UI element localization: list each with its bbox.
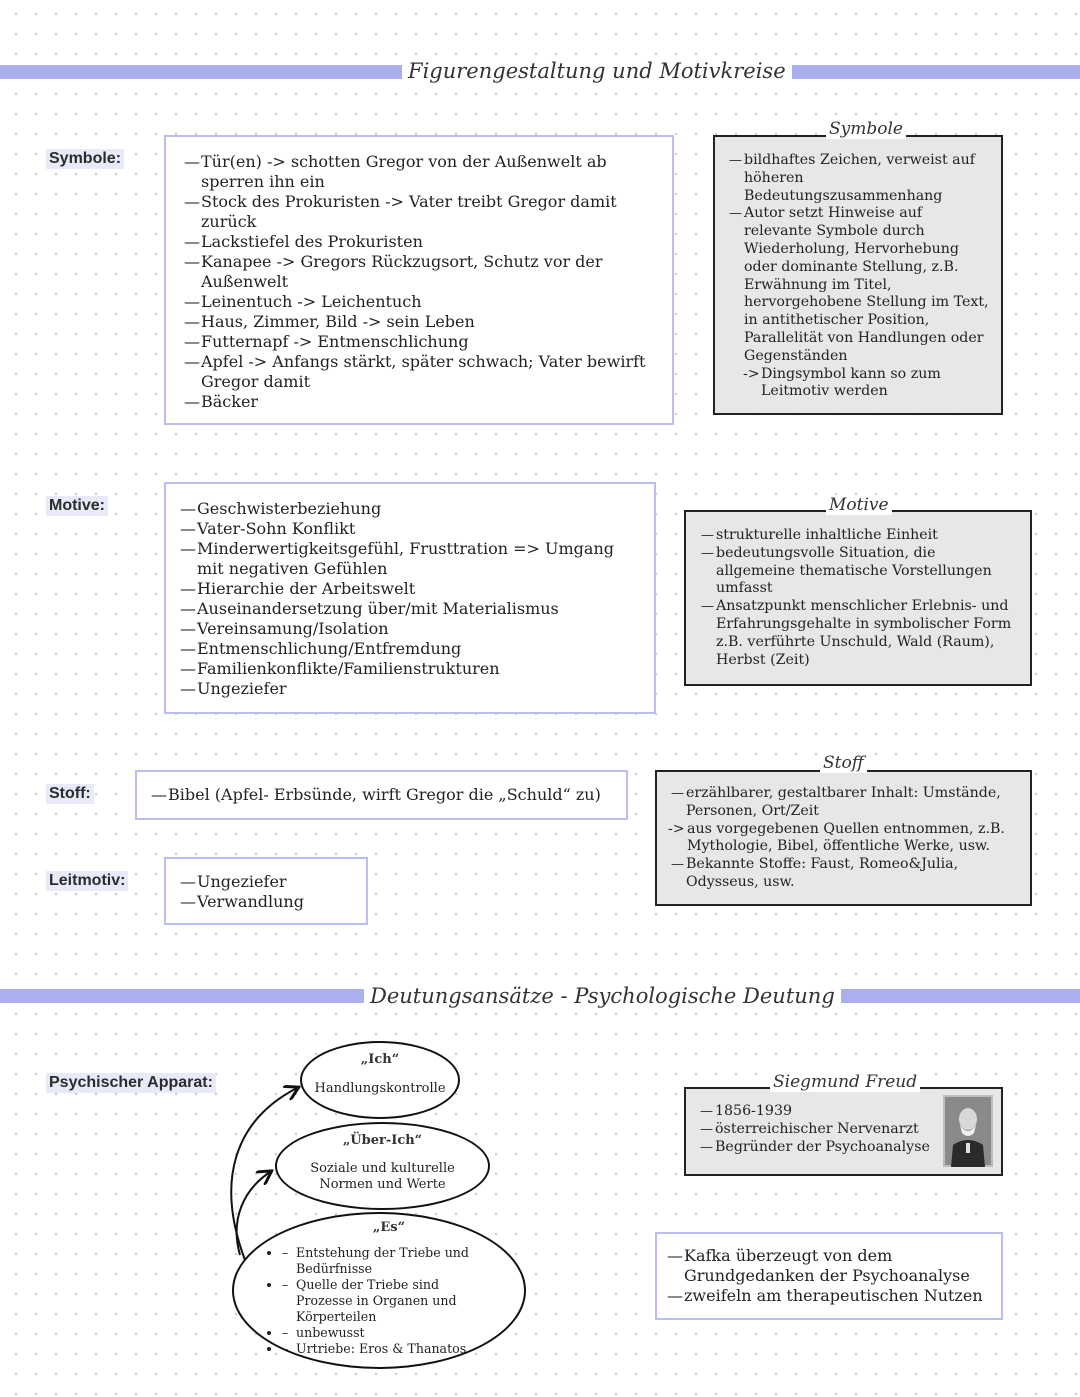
definition-item: strukturelle inhaltliche Einheit [701,527,1018,545]
list-item: Ungeziefer [180,872,356,892]
section-title-figurengestaltung: Figurengestaltung und Motivkreise [402,57,792,85]
definition-item: Autor setzt Hinweise auf relevante Symbo… [729,205,989,365]
definition-item: Begründer der Psychoanalyse [700,1139,939,1157]
definition-arrow-item: ->aus vorgegebenen Quellen entnommen, z.… [671,821,1020,857]
ueberich-text: Soziale und kulturelle Normen und Werte [299,1161,466,1193]
ich-oval: „Ich“ Handlungskontrolle [300,1041,460,1119]
symbole-definition-title: Symbole [826,119,906,139]
definition-item: österreichischer Nervenarzt [700,1121,939,1139]
definition-arrow-item: ->Dingsymbol kann so zum Leitmotiv werde… [729,366,989,402]
symbole-box: Tür(en) -> schotten Gregor von der Außen… [164,135,674,425]
definition-item: bildhaftes Zeichen, verweist auf höheren… [729,152,989,205]
motive-definition-title: Motive [826,495,892,515]
list-item: Urtriebe: Eros & Thanatos [282,1341,496,1357]
list-item: Vereinsamung/Isolation [180,619,644,639]
list-item: Quelle der Triebe sind Prozesse in Organ… [282,1277,496,1325]
label-stoff: Stoff: [46,784,94,804]
label-psychischer-apparat: Psychischer Apparat: [46,1073,216,1093]
stoff-definition-box: erzählbarer, gestaltbarer Inhalt: Umstän… [655,770,1032,906]
list-item: Tür(en) -> schotten Gregor von der Außen… [184,152,654,192]
ueberich-oval: „Über-Ich“ Soziale und kulturelle Normen… [275,1122,490,1210]
es-title: „Es“ [282,1220,496,1235]
symbole-definition-box: bildhaftes Zeichen, verweist auf höheren… [713,135,1003,415]
list-item: unbewusst [282,1325,496,1341]
list-item: Entmenschlichung/Entfremdung [180,639,644,659]
list-item: Familienkonflikte/Familienstrukturen [180,659,644,679]
kafka-box: Kafka überzeugt von dem Grundgedanken de… [655,1232,1003,1320]
list-item: Futternapf -> Entmenschlichung [184,332,654,352]
arrow-prefix: -> [668,821,685,839]
motive-list: Geschwisterbeziehung Vater-Sohn Konflikt… [180,499,644,699]
ich-title: „Ich“ [302,1052,458,1067]
definition-item: 1856-1939 [700,1103,939,1121]
definition-item: erzählbarer, gestaltbarer Inhalt: Umstän… [671,785,1020,821]
es-list: Entstehung der Triebe und Bedürfnisse Qu… [282,1245,496,1357]
list-item: Ungeziefer [180,679,644,699]
arrow-prefix: -> [743,366,760,384]
symbole-list: Tür(en) -> schotten Gregor von der Außen… [184,152,654,412]
list-item: Haus, Zimmer, Bild -> sein Leben [184,312,654,332]
definition-item: bedeutungsvolle Situation, die allgemein… [701,545,1018,598]
list-item: Bibel (Apfel- Erbsünde, wirft Gregor die… [151,785,616,805]
freud-portrait-image [943,1095,993,1167]
label-motive: Motive: [46,496,108,516]
motive-definition-box: strukturelle inhaltliche Einheit bedeutu… [684,510,1032,686]
definition-item: Bekannte Stoffe: Faust, Romeo&Julia, Ody… [671,856,1020,892]
list-item: Minderwertigkeitsgefühl, Frusttration =>… [180,539,644,579]
list-item: Leinentuch -> Leichentuch [184,292,654,312]
list-item: Entstehung der Triebe und Bedürfnisse [282,1245,496,1277]
ueberich-title: „Über-Ich“ [299,1133,466,1148]
label-symbole: Symbole: [46,149,124,169]
leitmotiv-box: Ungeziefer Verwandlung [164,857,368,925]
list-item: Apfel -> Anfangs stärkt, später schwach;… [184,352,654,392]
list-item: Bäcker [184,392,654,412]
ich-text: Handlungskontrolle [302,1081,458,1097]
list-item: Vater-Sohn Konflikt [180,519,644,539]
list-item: zweifeln am therapeutischen Nutzen [667,1286,993,1306]
es-oval: „Es“ Entstehung der Triebe und Bedürfnis… [232,1212,526,1369]
list-item: Verwandlung [180,892,356,912]
list-item: Hierarchie der Arbeitswelt [180,579,644,599]
definition-item: Ansatzpunkt menschlicher Erlebnis- und E… [701,598,1018,669]
list-item: Stock des Prokuristen -> Vater treibt Gr… [184,192,654,232]
list-item: Auseinandersetzung über/mit Materialismu… [180,599,644,619]
label-leitmotiv: Leitmotiv: [46,871,128,891]
section-title-psychologische-deutung: Deutungsansätze - Psychologische Deutung [364,982,841,1010]
list-item: Kafka überzeugt von dem Grundgedanken de… [667,1246,993,1286]
stoff-box: Bibel (Apfel- Erbsünde, wirft Gregor die… [135,770,628,820]
stoff-definition-title: Stoff [820,753,867,773]
list-item: Lackstiefel des Prokuristen [184,232,654,252]
list-item: Kanapee -> Gregors Rückzugsort, Schutz v… [184,252,654,292]
freud-title: Siegmund Freud [770,1072,920,1092]
motive-box: Geschwisterbeziehung Vater-Sohn Konflikt… [164,482,656,714]
list-item: Geschwisterbeziehung [180,499,644,519]
freud-box: 1856-1939 österreichischer Nervenarzt Be… [684,1087,1003,1176]
